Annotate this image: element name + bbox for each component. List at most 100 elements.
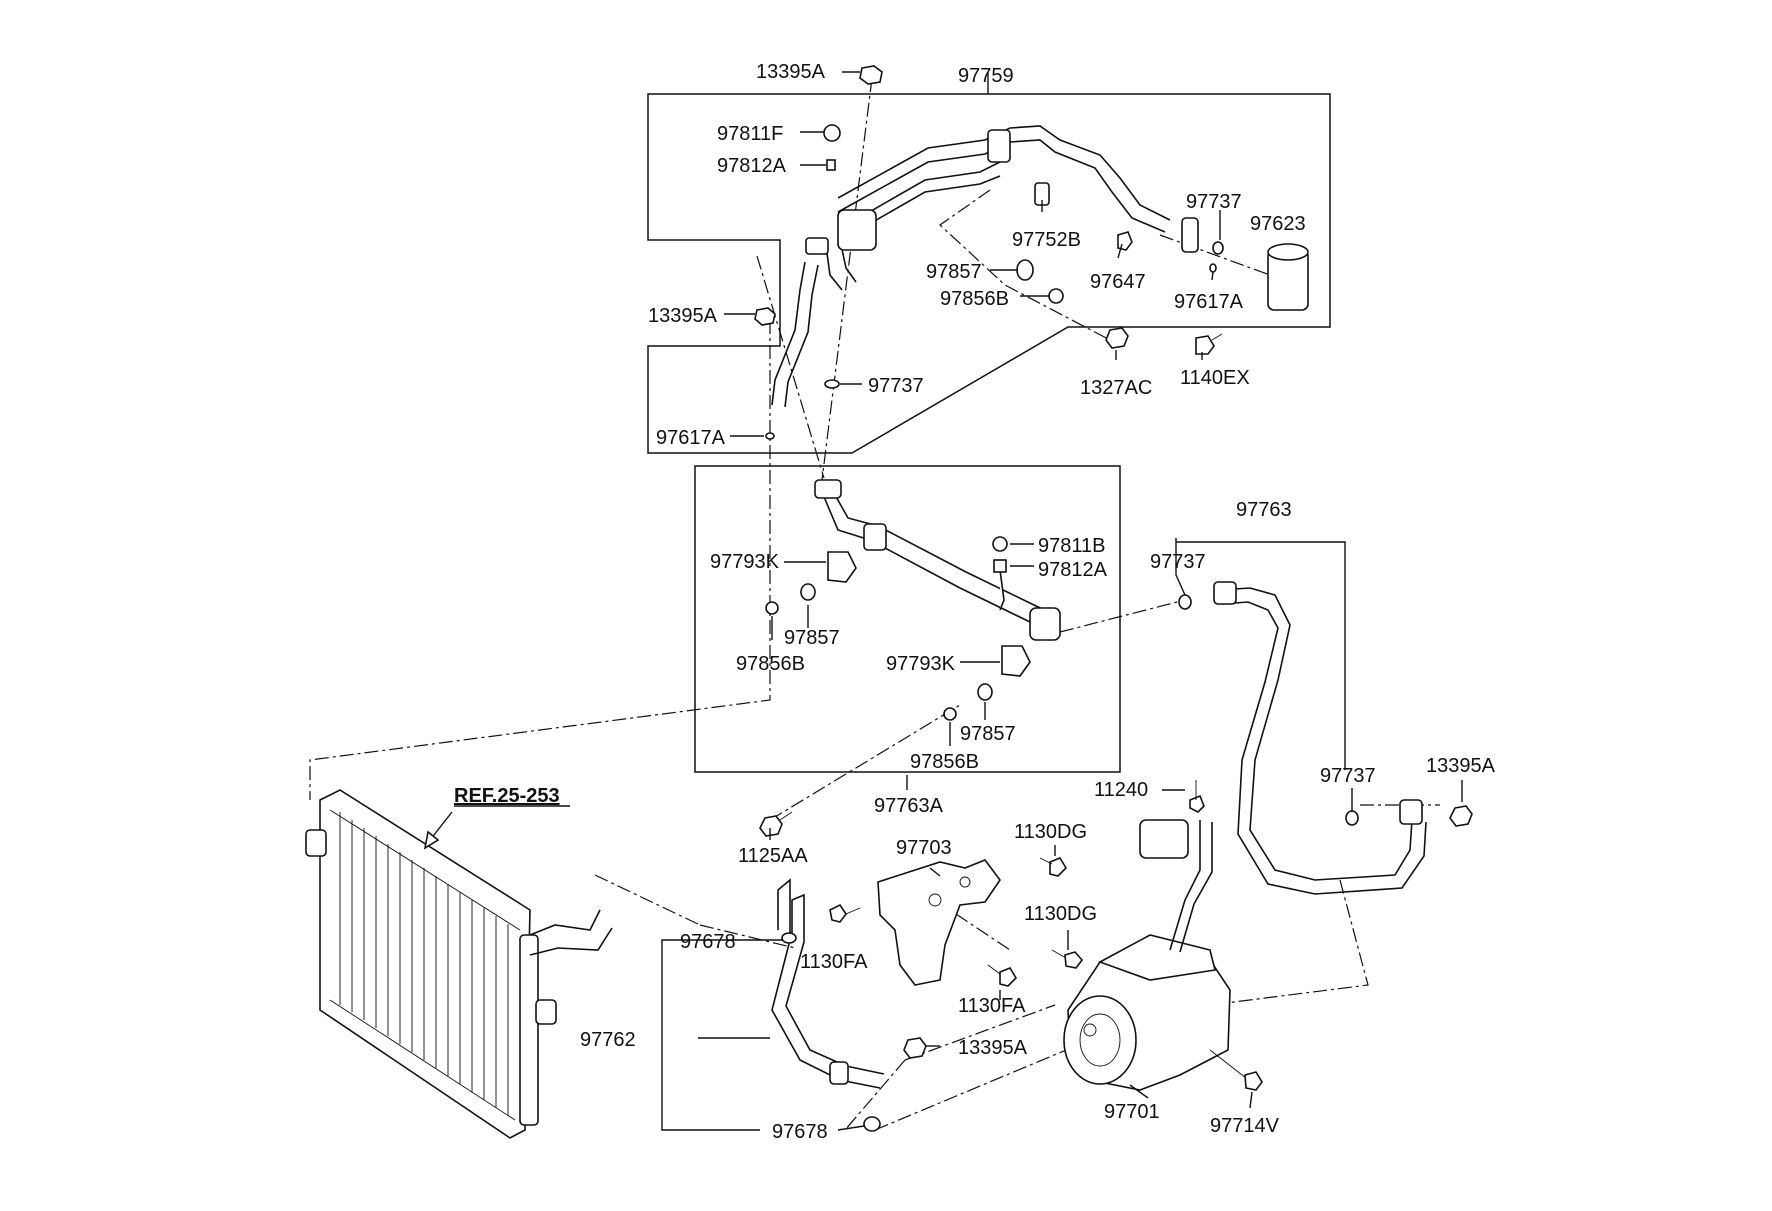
guide-line [934, 899, 1011, 951]
oring-97737-mid [824, 379, 840, 389]
collar-97856b-low [943, 707, 957, 721]
label-97759: 97759 [958, 65, 1014, 87]
label-13395a-left: 13395A [648, 305, 718, 327]
bushing-97857-low [977, 683, 993, 701]
collar-97856b-top [1048, 288, 1064, 304]
collar-97856b-mid [765, 601, 779, 615]
nut-13395a-top [859, 65, 883, 85]
guide-line [1159, 234, 1271, 276]
upper-fasteners [754, 65, 1224, 440]
label-97762: 97762 [580, 1029, 636, 1051]
valve-core-97812a [826, 159, 836, 171]
leader-lines [423, 71, 1463, 1131]
label-97703: 97703 [896, 837, 952, 859]
guide-line [844, 1059, 906, 1131]
label-97617a-left: 97617A [656, 427, 726, 449]
guide-line [874, 1039, 1091, 1131]
middle-pipe-assembly [765, 479, 1061, 721]
guide-line [769, 704, 961, 821]
label-97857-mid: 97857 [784, 627, 840, 649]
bolt-1140ex [1195, 335, 1215, 355]
label-11240: 11240 [1094, 779, 1148, 801]
part-labels: 13395A 97759 97811F 97812A 97752B 97737 … [454, 61, 1496, 1143]
label-97811b: 97811B [1038, 535, 1105, 557]
label-1130fa-1: 1130FA [800, 951, 868, 973]
bracket-97793k-1 [827, 551, 857, 583]
oring-97737-right [1178, 594, 1192, 610]
connector-block [1139, 819, 1189, 859]
label-1327ac: 1327AC [1080, 377, 1152, 399]
condenser [305, 789, 613, 1139]
label-1125aa: 1125AA [738, 845, 808, 867]
bolt-97714v [1244, 1071, 1263, 1091]
reference-arrow [429, 811, 453, 841]
bolt-1130dg-2 [1064, 951, 1084, 969]
valve-core-97812a-mid [993, 559, 1007, 573]
guide-line [821, 77, 873, 481]
oring-97617a-right [1209, 263, 1217, 273]
label-13395a-top: 13395A [756, 61, 826, 83]
label-1130dg-1: 1130DG [1014, 821, 1087, 843]
label-97856b-low: 97856B [910, 751, 979, 773]
bolt-97647 [1117, 231, 1133, 251]
label-97763: 97763 [1236, 499, 1292, 521]
bolt-11240 [1189, 794, 1205, 813]
discharge-hose [1178, 581, 1473, 895]
label-1130dg-2: 1130DG [1024, 903, 1097, 925]
label-97857-low: 97857 [960, 723, 1016, 745]
bracket-97793k-2 [1001, 645, 1031, 677]
bolt-1130dg-1 [1049, 857, 1068, 877]
cap-97811f [823, 124, 841, 142]
label-97793k-2: 97793K [886, 653, 956, 675]
label-97857-top: 97857 [926, 261, 982, 283]
oring-97737-far [1345, 810, 1359, 826]
label-97811f: 97811F [717, 123, 783, 145]
suction-liquid-pipe-assembly [771, 125, 1309, 408]
guide-line [756, 255, 825, 479]
label-97647: 97647 [1090, 271, 1146, 293]
label-97617a-right: 97617A [1174, 291, 1244, 313]
label-97678-low: 97678 [772, 1121, 828, 1143]
label-97737-top: 97737 [1186, 191, 1242, 213]
oring-97617a-left [765, 432, 775, 440]
label-97856b-top: 97856B [940, 288, 1009, 310]
label-97737-mid: 97737 [868, 375, 924, 397]
label-97623: 97623 [1250, 213, 1306, 235]
bolt-1130fa-1 [829, 903, 847, 923]
liquid-hose [771, 878, 927, 1132]
label-13395a-right: 13395A [1426, 755, 1496, 777]
bushing-97857-mid [800, 583, 816, 601]
bushing-97857-top [1016, 259, 1034, 281]
guide-line [939, 189, 1111, 341]
label-1130fa-2: 1130FA [958, 995, 1026, 1017]
guide-line [1209, 879, 1369, 1006]
cap-97811b [992, 536, 1008, 552]
label-97714v: 97714V [1210, 1115, 1280, 1137]
label-97678-top: 97678 [680, 931, 736, 953]
label-97793k-1: 97793K [710, 551, 780, 573]
label-97856b-mid: 97856B [736, 653, 805, 675]
guide-line [904, 1004, 1056, 1061]
middle-assembly-frame [694, 465, 1121, 773]
label-13395a-low: 13395A [958, 1037, 1028, 1059]
oring-97678-top [781, 932, 797, 944]
guide-line [594, 874, 701, 926]
bolt-1130fa-2 [999, 967, 1018, 987]
label-1140ex: 1140EX [1180, 367, 1250, 389]
nut-1327ac [1105, 327, 1129, 349]
guide-line [309, 320, 771, 800]
reference-label: REF.25-253 [454, 785, 560, 807]
nut-13395a-right [1449, 805, 1473, 827]
bolt-1125aa [759, 815, 783, 837]
guide-line [1059, 599, 1186, 633]
label-97701: 97701 [1104, 1101, 1160, 1123]
label-97737-right: 97737 [1150, 551, 1206, 573]
oring-97678-low [863, 1116, 881, 1132]
label-97812a-mid: 97812A [1038, 559, 1108, 581]
guide-line [699, 924, 796, 949]
compressor-bracket [759, 811, 1084, 987]
electric-compressor [1063, 780, 1263, 1091]
label-97763a: 97763A [874, 795, 944, 817]
